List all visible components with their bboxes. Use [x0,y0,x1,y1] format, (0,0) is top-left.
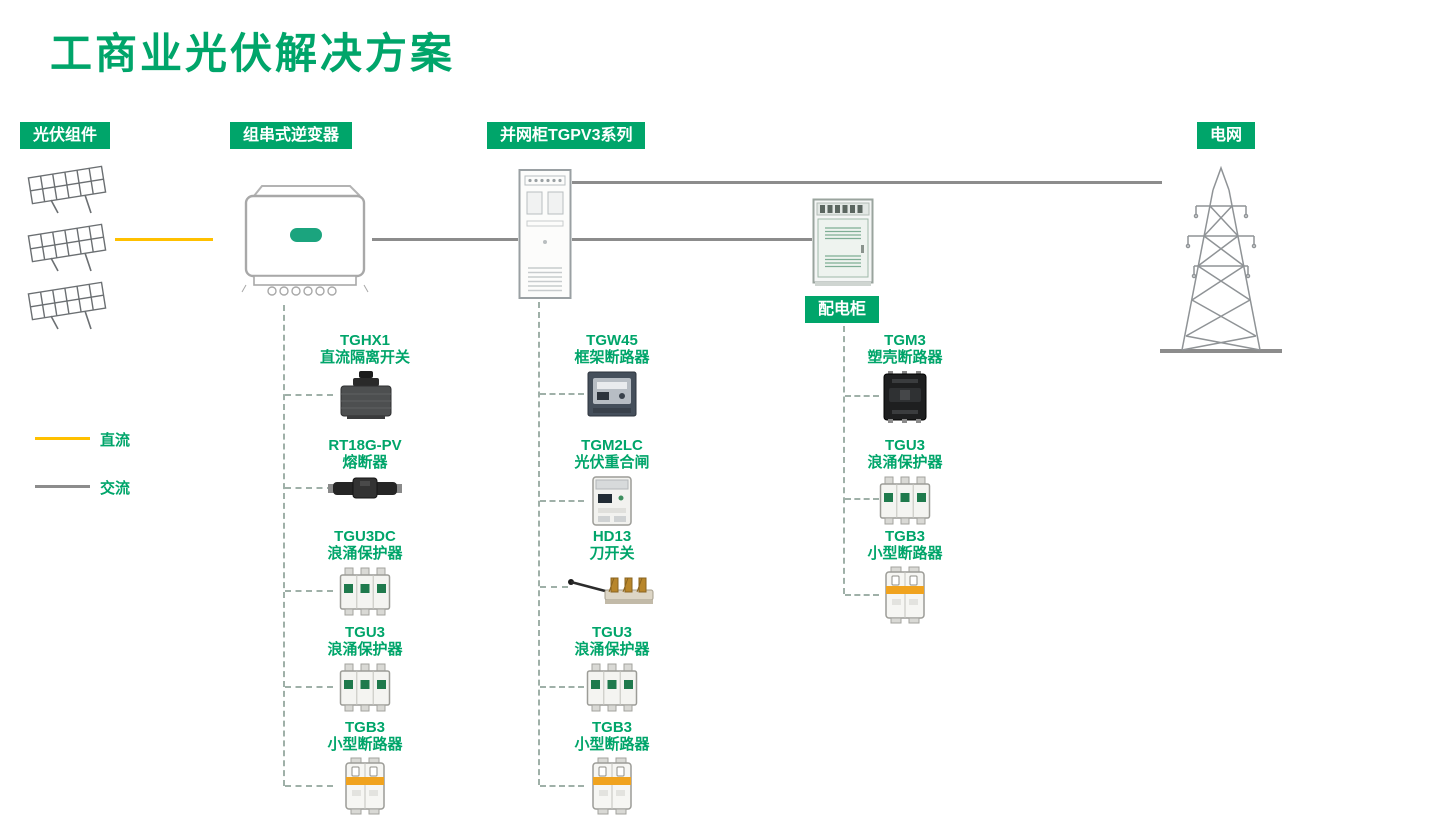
dashed-connector-grid-cabinet-column [538,302,540,785]
component-tgu3dc: TGU3DC 浪涌保护器 [295,528,435,616]
label-grid-cabinet: 并网柜TGPV3系列 [487,122,646,149]
dashed-stub [845,395,879,397]
component-model: TGM3 [884,332,926,349]
component-model: TGB3 [591,719,632,736]
component-desc: 刀开关 [589,545,635,562]
component-model: TGU3 [344,624,385,641]
component-desc: 塑壳断路器 [867,349,943,366]
ac-line-grid-cabinet-to-grid [572,181,1162,184]
ac-line-inverter-to-grid-cabinet [372,238,518,241]
fuse-icon [327,475,403,501]
component-model: TGU3DC [334,528,396,545]
dashed-stub [285,686,333,688]
component-desc: 框架断路器 [574,349,650,366]
component-desc: 小型断路器 [867,545,943,562]
component-desc: 光伏重合闸 [574,454,650,471]
component-tgb3-grid: TGB3 小型断路器 [542,719,682,815]
transmission-tower-icon [1160,160,1282,361]
dashed-stub [285,394,333,396]
component-model: TGU3 [591,624,632,641]
legend-dc-label: 直流 [100,432,131,449]
solar-panel-icon [25,221,110,278]
dashed-connector-distribution-column [843,326,845,594]
legend-ac-label: 交流 [100,480,131,497]
pv-recloser-icon [591,475,633,527]
component-tgb3-dist: TGB3 小型断路器 [835,528,975,624]
dashed-stub [540,393,584,395]
solar-panel-icon [25,163,110,220]
dashed-stub [845,498,879,500]
component-tgu3-dist: TGU3 浪涌保护器 [835,437,975,525]
dashed-stub [285,590,333,592]
component-desc: 小型断路器 [327,736,403,753]
component-model: HD13 [592,528,632,545]
dashed-stub [845,594,879,596]
component-tghx1: TGHX1 直流隔离开关 [295,332,435,420]
miniature-circuit-breaker-icon [883,566,927,624]
component-model: TGW45 [586,332,638,349]
ac-line-grid-cabinet-to-distribution-cabinet [572,238,812,241]
dashed-stub [540,500,584,502]
component-desc: 小型断路器 [574,736,650,753]
grid-cabinet-icon [518,168,572,305]
page-title: 工商业光伏解决方案 [50,30,456,77]
dashed-stub [285,785,333,787]
component-tgb3-inverter: TGB3 小型断路器 [295,719,435,815]
dc-isolator-switch-icon [333,370,397,420]
surge-protector-icon [339,566,391,616]
miniature-circuit-breaker-icon [343,757,387,815]
component-desc: 浪涌保护器 [327,545,403,562]
label-pv-modules: 光伏组件 [20,122,111,149]
miniature-circuit-breaker-icon [590,757,634,815]
dashed-stub [285,487,333,489]
component-tgu3-grid: TGU3 浪涌保护器 [542,624,682,712]
component-model: TGU3 [884,437,925,454]
component-desc: 浪涌保护器 [327,641,403,658]
dashed-connector-inverter-column [283,305,285,786]
label-distribution-cabinet: 配电柜 [805,296,880,323]
component-desc: 浪涌保护器 [867,454,943,471]
solar-panel-icon [25,279,110,336]
surge-protector-icon [339,662,391,712]
component-model: TGM2LC [581,437,643,454]
molded-case-circuit-breaker-icon [880,370,930,424]
dc-line-panels-to-inverter [115,238,213,241]
string-inverter-icon [238,180,372,307]
component-hd13: HD13 刀开关 [542,528,682,608]
surge-protector-icon [879,475,931,525]
legend-dc-line [35,437,90,440]
surge-protector-icon [586,662,638,712]
component-model: TGB3 [884,528,925,545]
component-tgu3-inverter: TGU3 浪涌保护器 [295,624,435,712]
dashed-stub [540,785,584,787]
component-desc: 浪涌保护器 [574,641,650,658]
component-model: RT18G-PV [328,437,402,454]
label-string-inverter: 组串式逆变器 [230,122,353,149]
air-circuit-breaker-icon [586,370,638,418]
component-desc: 熔断器 [342,454,388,471]
component-tgw45: TGW45 框架断路器 [542,332,682,418]
component-model: TGB3 [344,719,385,736]
component-tgm3: TGM3 塑壳断路器 [835,332,975,424]
component-model: TGHX1 [339,332,390,349]
legend-ac-line [35,485,90,488]
component-rt18g-pv: RT18G-PV 熔断器 [295,437,435,501]
label-grid: 电网 [1197,122,1256,149]
dashed-stub [540,586,568,588]
dashed-stub [540,686,584,688]
distribution-cabinet-icon [812,198,874,293]
component-desc: 直流隔离开关 [319,349,410,366]
knife-switch-icon [567,566,657,608]
component-tgm2lc: TGM2LC 光伏重合闸 [542,437,682,527]
